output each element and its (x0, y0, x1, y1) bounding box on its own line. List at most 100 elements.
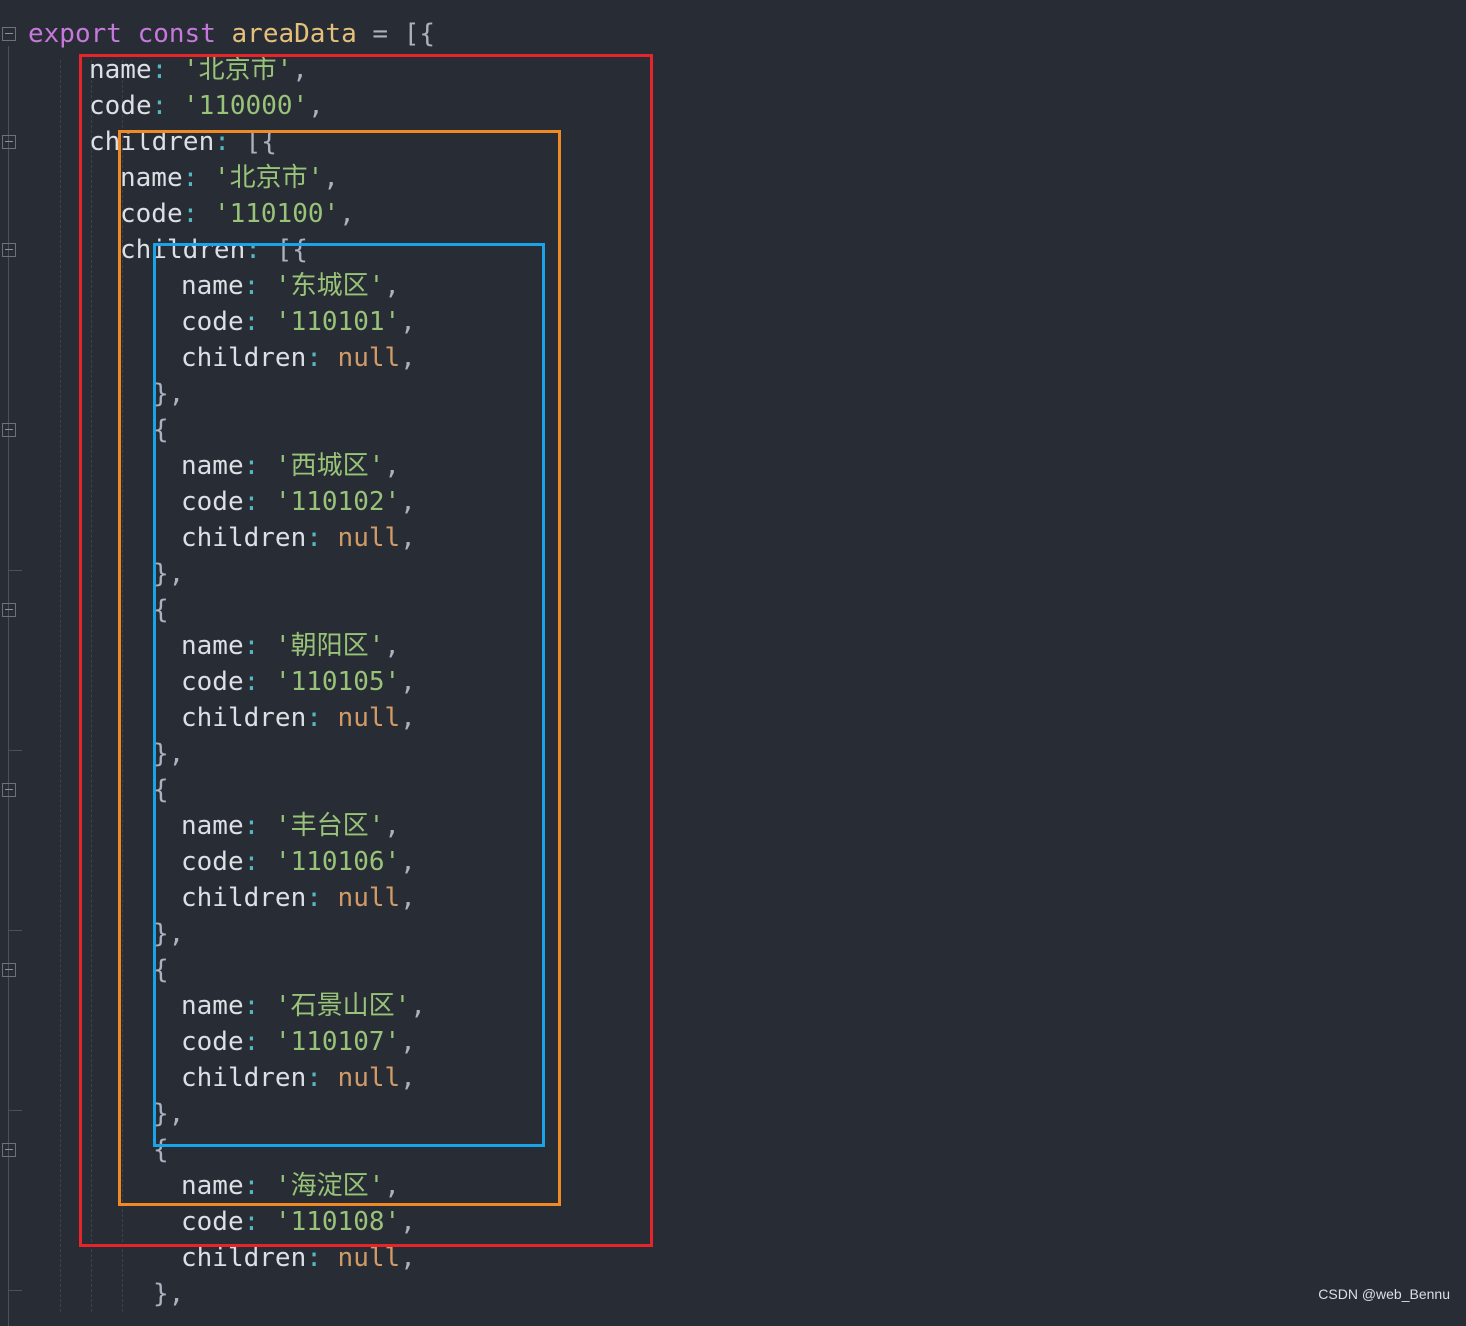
code-token-punct: , (400, 487, 416, 517)
code-token-colon: : (245, 235, 277, 265)
fold-toggle-icon[interactable] (2, 243, 16, 257)
code-line[interactable]: children: null, (181, 1240, 416, 1276)
code-token-string: '110108' (274, 1207, 401, 1237)
code-token-colon: : (243, 847, 275, 877)
code-line[interactable]: code: '110000', (89, 88, 324, 124)
code-token-punct: [{ (276, 235, 308, 265)
code-line[interactable]: code: '110106', (181, 844, 416, 880)
code-token-colon: : (151, 91, 183, 121)
code-token-punct: { (153, 775, 169, 805)
code-token-punct: , (400, 703, 416, 733)
code-line[interactable]: code: '110100', (120, 196, 355, 232)
code-line[interactable]: children: null, (181, 1060, 416, 1096)
code-token-null: null (337, 1063, 401, 1093)
code-token-punct: , (400, 307, 416, 337)
code-line[interactable]: }, (153, 1096, 184, 1132)
code-token-property: code (181, 307, 244, 337)
code-token-property: name (181, 271, 244, 301)
code-token-punct: , (400, 847, 416, 877)
code-line[interactable]: code: '110108', (181, 1204, 416, 1240)
code-line[interactable]: code: '110107', (181, 1024, 416, 1060)
code-line[interactable]: { (153, 772, 169, 808)
code-line[interactable]: name: '石景山区', (181, 988, 426, 1024)
fold-toggle-icon[interactable] (2, 603, 16, 617)
code-line[interactable]: { (153, 1132, 169, 1168)
code-token-string: '朝阳区' (274, 631, 385, 661)
fold-toggle-icon[interactable] (2, 423, 16, 437)
code-token-colon: : (243, 307, 275, 337)
code-token-punct: , (400, 1207, 416, 1237)
code-token-punct: , (384, 271, 400, 301)
code-token-punct: , (400, 343, 416, 373)
code-token-property: code (181, 1027, 244, 1057)
code-line[interactable]: name: '西城区', (181, 448, 400, 484)
code-token-colon: : (243, 271, 275, 301)
code-line[interactable]: code: '110102', (181, 484, 416, 520)
code-token-punct: , (308, 91, 324, 121)
code-line[interactable]: children: [{ (120, 232, 308, 268)
code-line[interactable]: children: null, (181, 700, 416, 736)
code-token-punct: }, (153, 919, 185, 949)
fold-toggle-icon[interactable] (2, 1143, 16, 1157)
code-line[interactable]: }, (153, 736, 184, 772)
code-line[interactable]: { (153, 412, 169, 448)
code-token-property: code (181, 847, 244, 877)
code-line[interactable]: name: '朝阳区', (181, 628, 400, 664)
code-token-punct: , (410, 991, 426, 1021)
code-line[interactable]: { (153, 952, 169, 988)
code-line[interactable]: children: null, (181, 880, 416, 916)
code-line[interactable]: export const areaData = [{ (28, 16, 435, 52)
code-token-property: name (181, 1171, 244, 1201)
code-line[interactable]: }, (153, 916, 184, 952)
code-token-punct: , (323, 163, 339, 193)
code-token-colon: : (151, 55, 183, 85)
code-token-string: '110102' (274, 487, 401, 517)
code-token-string: '北京市' (213, 163, 324, 193)
code-line[interactable]: name: '海淀区', (181, 1168, 400, 1204)
code-line[interactable]: code: '110105', (181, 664, 416, 700)
fold-toggle-icon[interactable] (2, 963, 16, 977)
code-token-colon: : (306, 343, 338, 373)
fold-range-line (8, 262, 9, 354)
fold-toggle-icon[interactable] (2, 783, 16, 797)
code-token-punct (122, 19, 138, 49)
code-token-string: '110106' (274, 847, 401, 877)
indent-guide (122, 60, 123, 1312)
code-token-property: code (181, 487, 244, 517)
code-line[interactable]: code: '110101', (181, 304, 416, 340)
fold-range-line (8, 982, 9, 1110)
code-line[interactable]: name: '丰台区', (181, 808, 400, 844)
code-line[interactable]: name: '北京市', (89, 52, 308, 88)
code-token-null: null (337, 343, 401, 373)
fold-toggle-icon[interactable] (2, 27, 16, 41)
code-token-colon: : (306, 523, 338, 553)
code-token-punct: , (384, 811, 400, 841)
code-line[interactable]: name: '北京市', (120, 160, 339, 196)
code-token-colon: : (243, 811, 275, 841)
code-token-property: code (89, 91, 152, 121)
code-token-punct: { (153, 1135, 169, 1165)
code-line[interactable]: }, (153, 1276, 184, 1312)
code-line[interactable]: }, (153, 556, 184, 592)
code-line[interactable]: { (153, 592, 169, 628)
code-token-punct: , (400, 523, 416, 553)
code-token-property: children (181, 523, 307, 553)
indent-guide (91, 60, 92, 1312)
code-token-property: name (181, 991, 244, 1021)
code-line[interactable]: name: '东城区', (181, 268, 400, 304)
code-line[interactable]: }, (153, 376, 184, 412)
code-token-property: name (181, 811, 244, 841)
code-line[interactable]: children: null, (181, 340, 416, 376)
code-line[interactable]: children: null, (181, 520, 416, 556)
code-token-punct: , (400, 667, 416, 697)
code-token-variable: areaData (231, 19, 357, 49)
fold-toggle-icon[interactable] (2, 135, 16, 149)
code-token-string: '海淀区' (274, 1171, 385, 1201)
code-line[interactable]: children: [{ (89, 124, 277, 160)
code-token-property: children (181, 883, 307, 913)
code-token-property: children (120, 235, 246, 265)
code-token-punct: { (153, 415, 169, 445)
code-token-colon: : (182, 199, 214, 229)
code-token-property: name (181, 451, 244, 481)
